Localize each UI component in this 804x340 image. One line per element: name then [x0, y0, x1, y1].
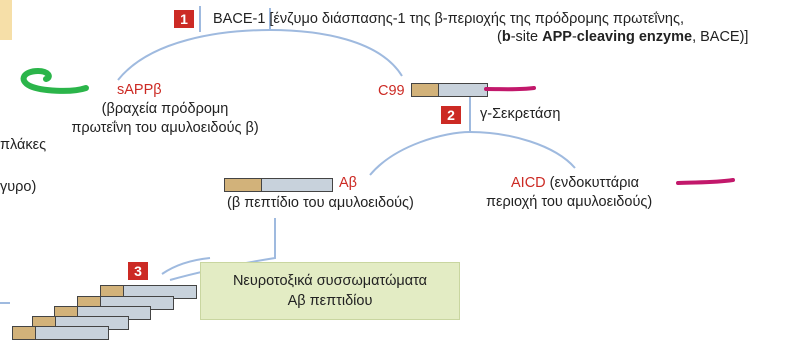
branch-arc-step1: [117, 28, 403, 81]
sappb-label: sAPPβ: [117, 82, 162, 98]
link-step3-curve: [161, 257, 211, 275]
step-1-label: BACE-1 [ένζυμο διάσπασης-1 της β-περιοχή…: [213, 11, 684, 27]
c99-label: C99: [378, 83, 405, 99]
oligomers-box: Νευροτοξικά συσσωματώματα Aβ πεπτιδίου: [200, 262, 460, 320]
c99-tail-icon: [484, 86, 536, 92]
abeta-molecule: [224, 178, 333, 192]
branch-arc-1: [120, 28, 255, 82]
sappb-desc-line1: (βραχεία πρόδρομη: [101, 101, 229, 117]
oligomers-box-line2: Aβ πεπτιδίου: [287, 293, 373, 309]
c99-molecule: [411, 83, 488, 97]
sappb-desc-line2: πρωτεΐνη του αμυλοειδούς β): [71, 120, 259, 136]
left-fragment-2: γυρο): [0, 179, 37, 195]
step-3-badge: 3: [128, 262, 148, 280]
aicd-tail-icon: [676, 178, 735, 185]
aicd-desc-line2: περιοχή του αμυλοειδούς): [486, 194, 653, 210]
step-2-badge: 2: [441, 106, 461, 124]
sappb-worm-icon: [20, 67, 89, 94]
aicd-label: AICD (ενδοκυττάρια: [511, 175, 640, 191]
step-1-label-line2: (b-site APP-cleaving enzyme, BACE)]: [497, 29, 749, 45]
abeta-desc: (β πεπτίδιο του αμυλοειδούς): [227, 195, 414, 211]
branch-arc-step2: [369, 130, 576, 176]
step-1-badge: 1: [174, 10, 194, 28]
oligomers-box-line1: Νευροτοξικά συσσωματώματα: [232, 273, 428, 289]
left-fragment-1: πλάκες: [0, 137, 47, 153]
step-1-divider: [199, 6, 201, 32]
corner-highlight: [0, 0, 12, 40]
oligomer-peptide: [12, 326, 109, 340]
abeta-label: Aβ: [339, 175, 358, 191]
step-2-label: γ-Σεκρετάση: [480, 106, 561, 122]
